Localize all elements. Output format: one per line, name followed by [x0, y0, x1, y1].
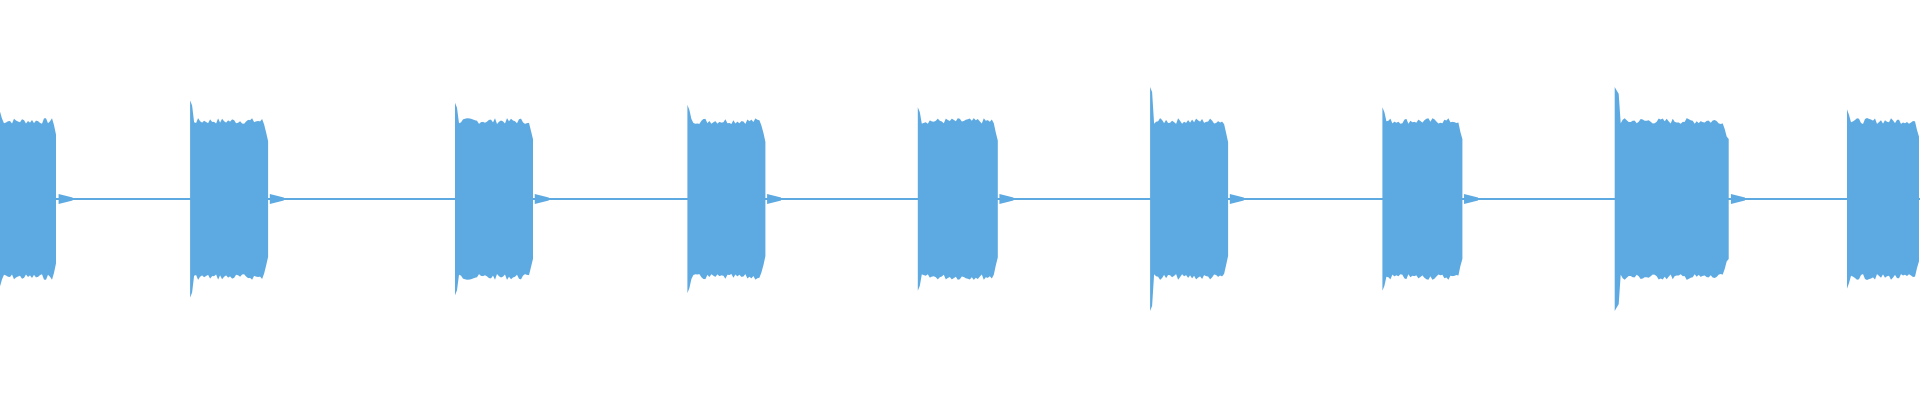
waveform-segment-5 [917, 107, 998, 291]
waveform-decay-3 [534, 194, 549, 204]
waveform-segment-3 [455, 102, 533, 296]
waveform-decay-5 [999, 194, 1014, 204]
waveform-segment-4 [687, 104, 766, 294]
waveform-decay-6 [1229, 194, 1244, 204]
waveform-segment-9 [1847, 109, 1919, 289]
waveform-decay-2 [269, 194, 284, 204]
waveform-segment-7 [1382, 107, 1463, 291]
waveform-segment-2 [190, 100, 269, 298]
waveform-segment-6 [1150, 87, 1229, 311]
waveform-decay-1 [58, 194, 73, 204]
waveform-segment-8 [1614, 87, 1729, 311]
waveform-decay-8 [1730, 194, 1745, 204]
waveform-segment-1 [0, 111, 56, 287]
waveform-segments [0, 87, 1919, 311]
waveform-decay-4 [767, 194, 782, 204]
waveform-decay-7 [1464, 194, 1479, 204]
